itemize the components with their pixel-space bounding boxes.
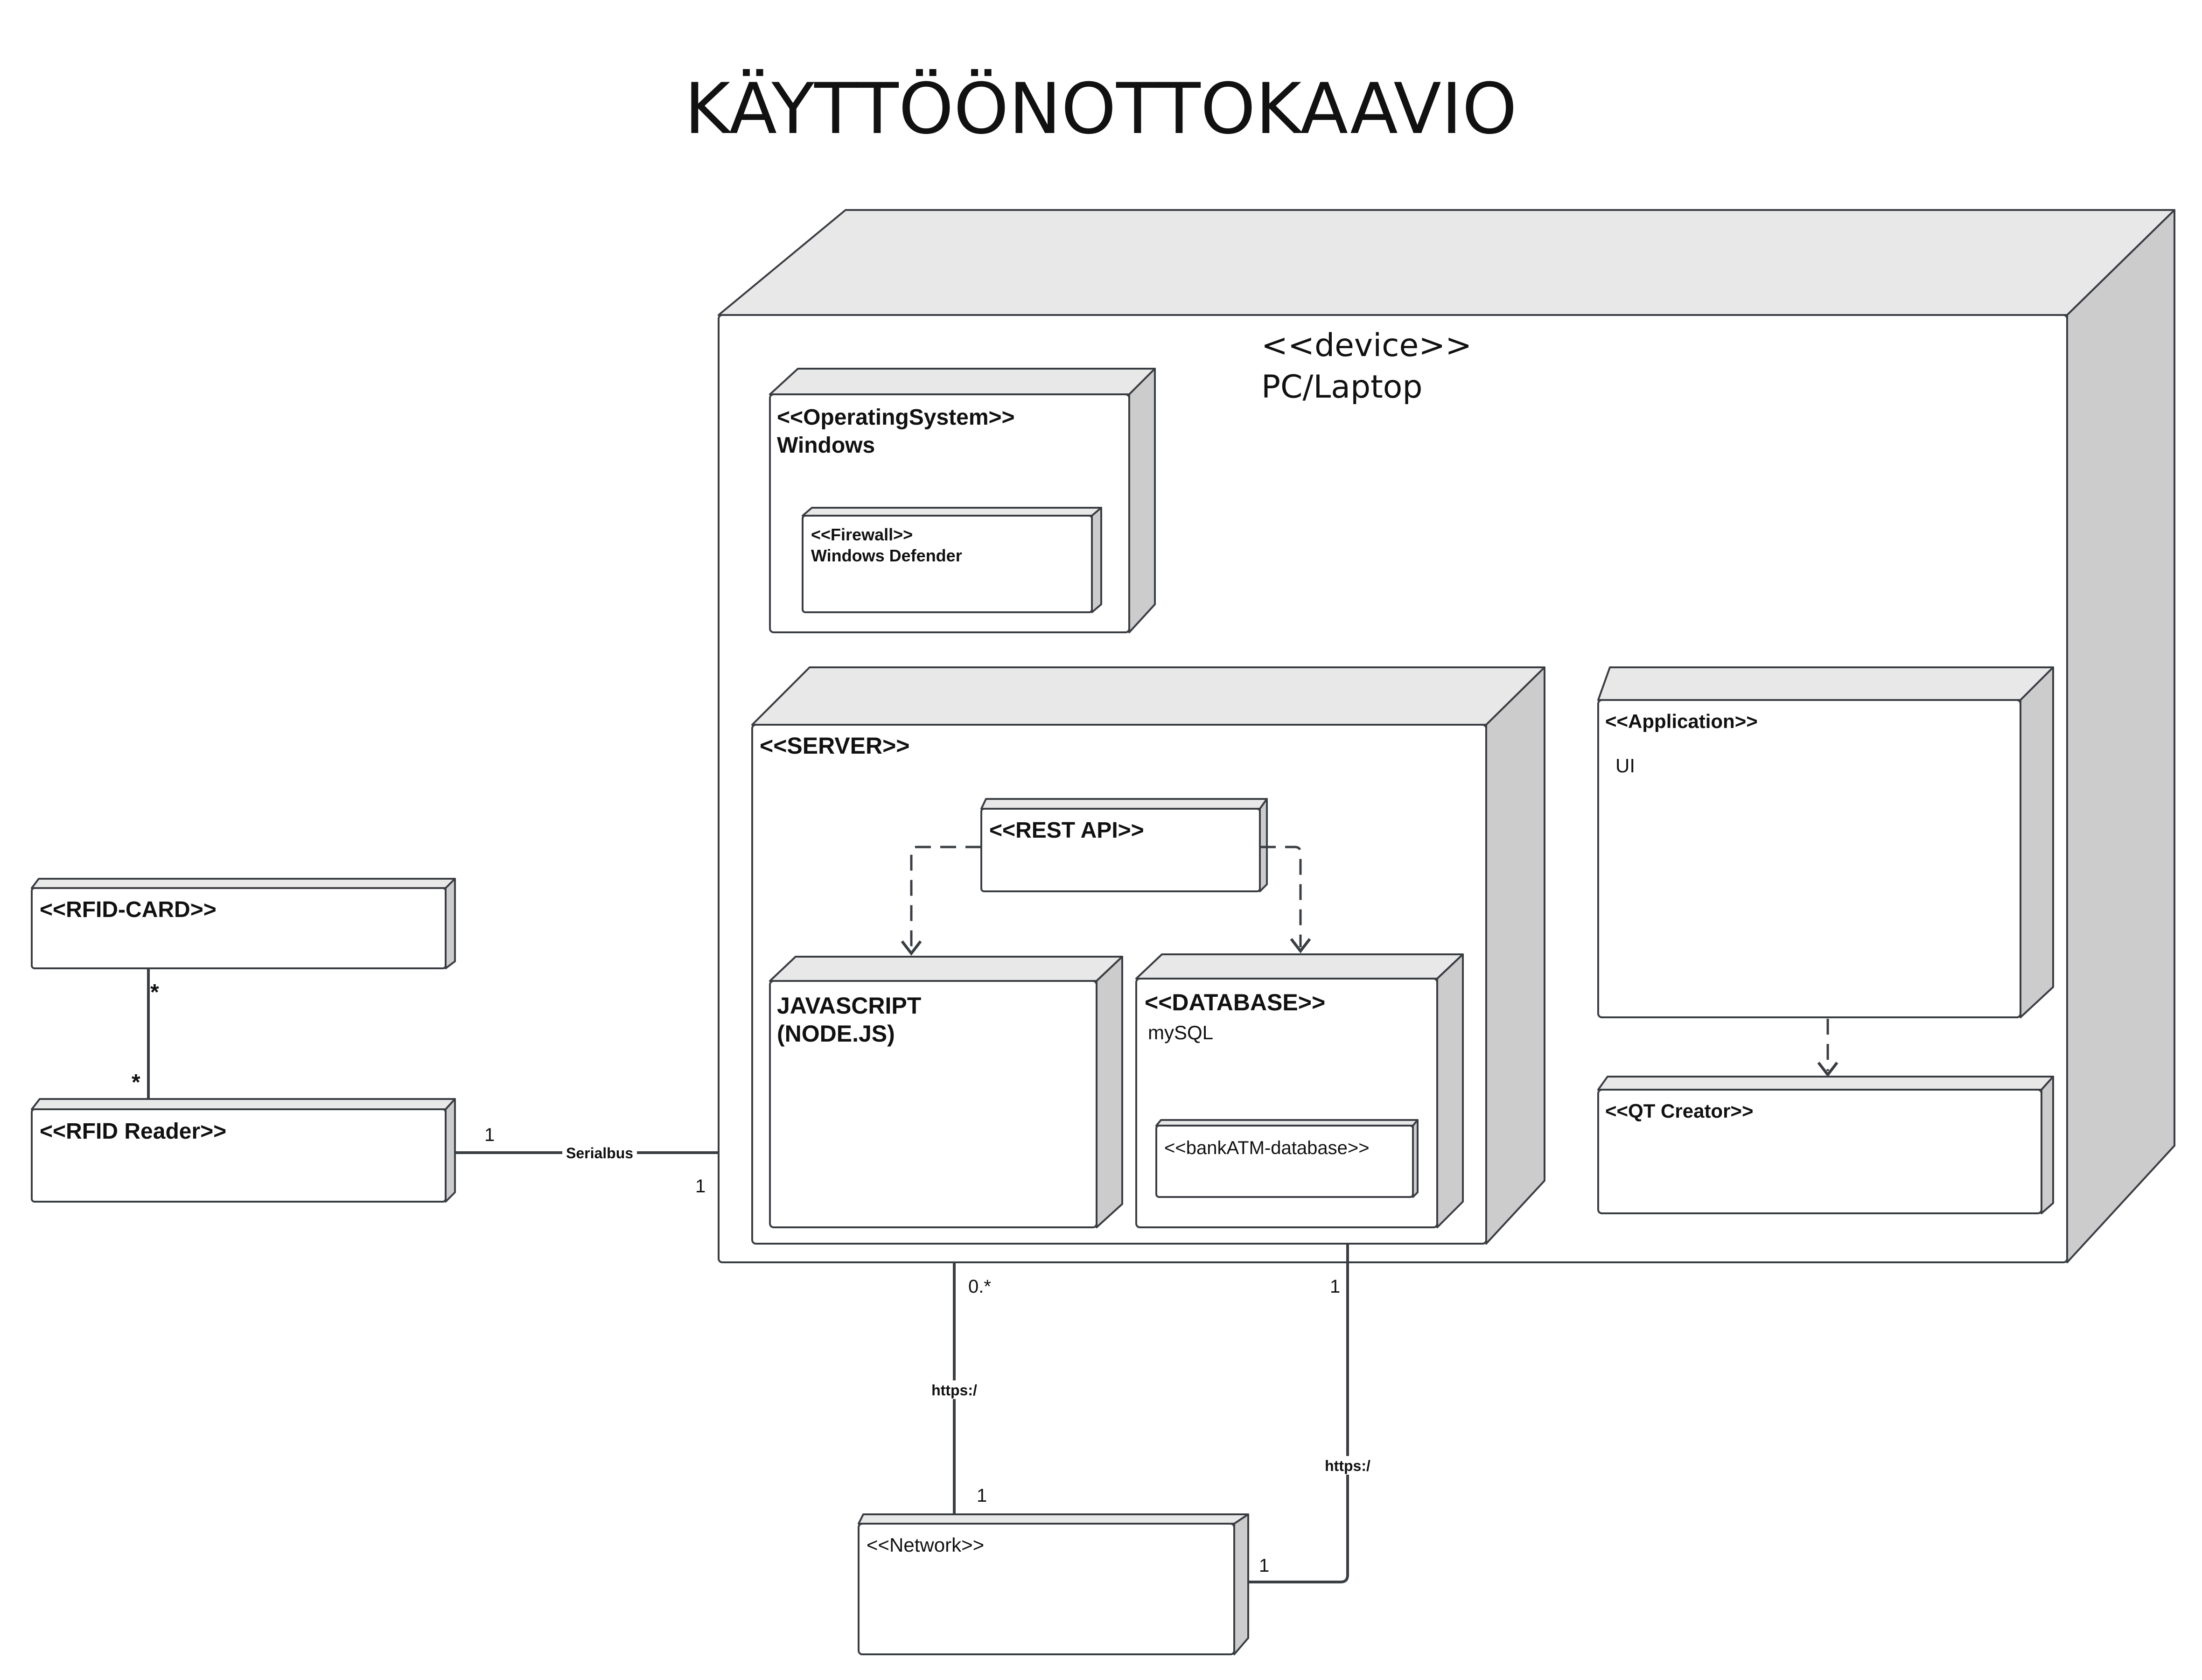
node-qt-creator[interactable]: <<QT Creator>> (1597, 1076, 2054, 1214)
https-right-mult-network: 1 (1259, 1555, 1269, 1576)
serialbus-mult-device: 1 (695, 1176, 706, 1197)
rfid-card-stereotype: <<RFID-CARD>> (40, 897, 217, 922)
association-https-right: https:/ 1 1 (1248, 1244, 1376, 1583)
dependency-rest-to-javascript (901, 846, 981, 956)
node-rfid-card[interactable]: <<RFID-CARD>> (31, 878, 456, 969)
serialbus-mult-reader: 1 (484, 1125, 495, 1145)
dependency-rest-to-database (1260, 846, 1311, 953)
database-stereotype: <<DATABASE>> (1145, 989, 1325, 1015)
firewall-name: Windows Defender (811, 546, 962, 565)
node-network[interactable]: <<Network>> (858, 1513, 1249, 1655)
rfid-reader-stereotype: <<RFID Reader>> (40, 1119, 226, 1144)
serialbus-label: Serialbus (566, 1145, 633, 1162)
node-rfid-reader[interactable]: <<RFID Reader>> (31, 1098, 456, 1203)
https-left-mult-device: 0.* (968, 1276, 991, 1297)
node-bank-atm-database[interactable]: <<bankATM-database>> (1155, 1119, 1419, 1198)
javascript-line2: (NODE.JS) (777, 1021, 895, 1047)
os-name: Windows (777, 433, 875, 458)
https-left-mult-network: 1 (977, 1485, 987, 1506)
os-stereotype: <<OperatingSystem>> (777, 405, 1015, 430)
device-stereotype: <<device>> (1261, 327, 1472, 364)
qt-creator-stereotype: <<QT Creator>> (1605, 1100, 1753, 1122)
mult-reader-side: * (132, 1070, 140, 1095)
firewall-stereotype: <<Firewall>> (811, 525, 913, 544)
mult-card-side: * (150, 980, 159, 1005)
diagram-title: KÄYTTÖÖNOTTOKAAVIO (685, 69, 1517, 150)
rest-api-stereotype: <<REST API>> (989, 818, 1144, 843)
dependency-application-to-qt (1817, 1019, 1838, 1077)
bank-db-label: <<bankATM-database>> (1164, 1138, 1370, 1158)
database-name: mySQL (1148, 1022, 1213, 1043)
association-serialbus: Serialbus 1 1 (455, 1125, 719, 1197)
association-https-left: https:/ 0.* 1 (926, 1262, 991, 1514)
server-stereotype: <<SERVER>> (760, 733, 910, 759)
node-firewall[interactable]: <<Firewall>> Windows Defender (802, 507, 1102, 613)
application-name: UI (1615, 755, 1635, 777)
node-rest-api[interactable]: <<REST API>> (980, 798, 1268, 892)
node-application[interactable]: <<Application>> UI (1597, 666, 2054, 1018)
network-stereotype: <<Network>> (867, 1534, 984, 1556)
node-javascript[interactable]: JAVASCRIPT (NODE.JS) (769, 956, 1123, 1228)
https-right-mult-device: 1 (1330, 1276, 1340, 1297)
javascript-line1: JAVASCRIPT (777, 993, 921, 1019)
device-name: PC/Laptop (1261, 369, 1423, 406)
https-right-label: https:/ (1325, 1457, 1370, 1474)
application-stereotype: <<Application>> (1605, 710, 1758, 732)
association-card-reader: * * (132, 968, 159, 1099)
https-left-label: https:/ (931, 1382, 977, 1399)
